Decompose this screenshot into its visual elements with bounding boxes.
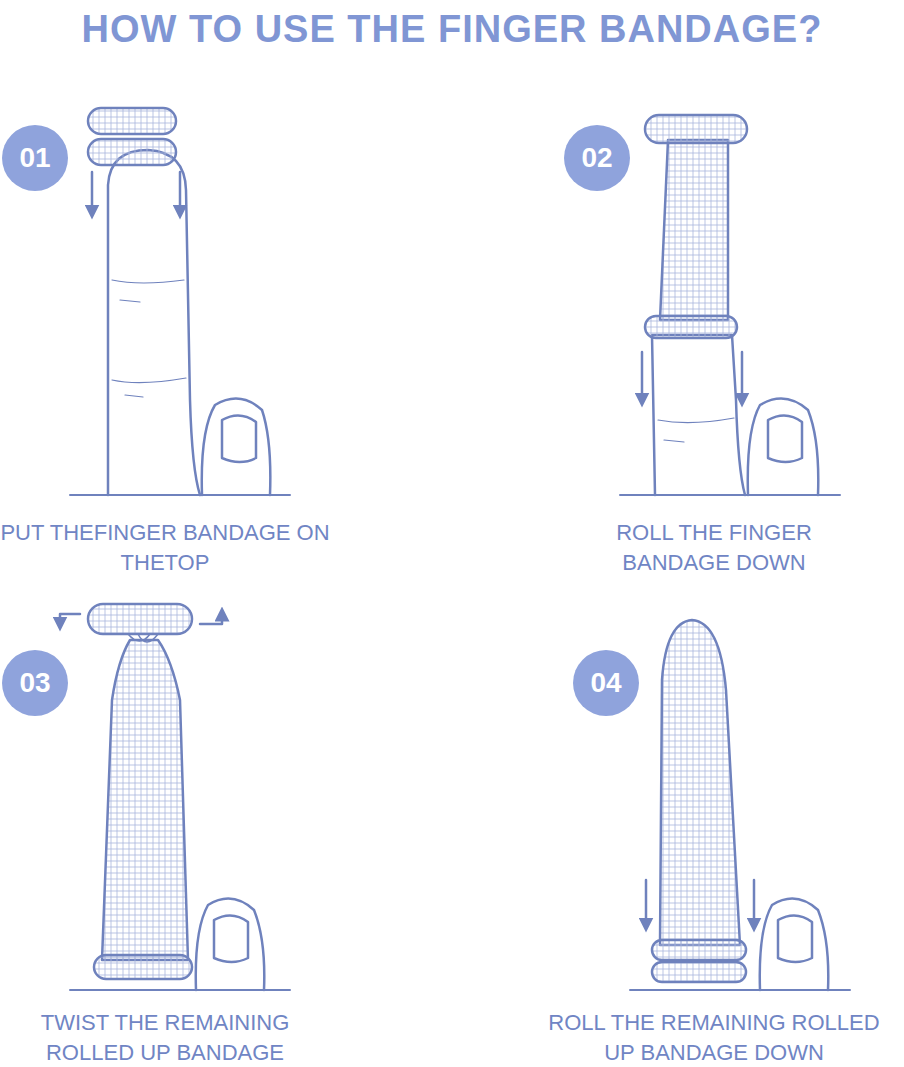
step-number: 02 bbox=[581, 142, 612, 174]
step-number-circle: 03 bbox=[2, 650, 68, 716]
step-caption: PUT THEFINGER BANDAGE ON THETOP bbox=[0, 518, 335, 578]
step-caption: ROLL THE REMAINING ROLLED UP BANDAGE DOW… bbox=[539, 1008, 889, 1067]
title: HOW TO USE THE FINGER BANDAGE? bbox=[0, 8, 904, 51]
step-number-circle: 01 bbox=[2, 125, 68, 191]
step-caption: ROLL THE FINGER BANDAGE DOWN bbox=[579, 518, 849, 578]
step-number: 04 bbox=[590, 667, 621, 699]
step-number: 01 bbox=[19, 142, 50, 174]
step-number-circle: 02 bbox=[564, 125, 630, 191]
step-caption: TWIST THE REMAINING ROLLED UP BANDAGE bbox=[20, 1008, 310, 1067]
step-number: 03 bbox=[19, 667, 50, 699]
step-number-circle: 04 bbox=[573, 650, 639, 716]
